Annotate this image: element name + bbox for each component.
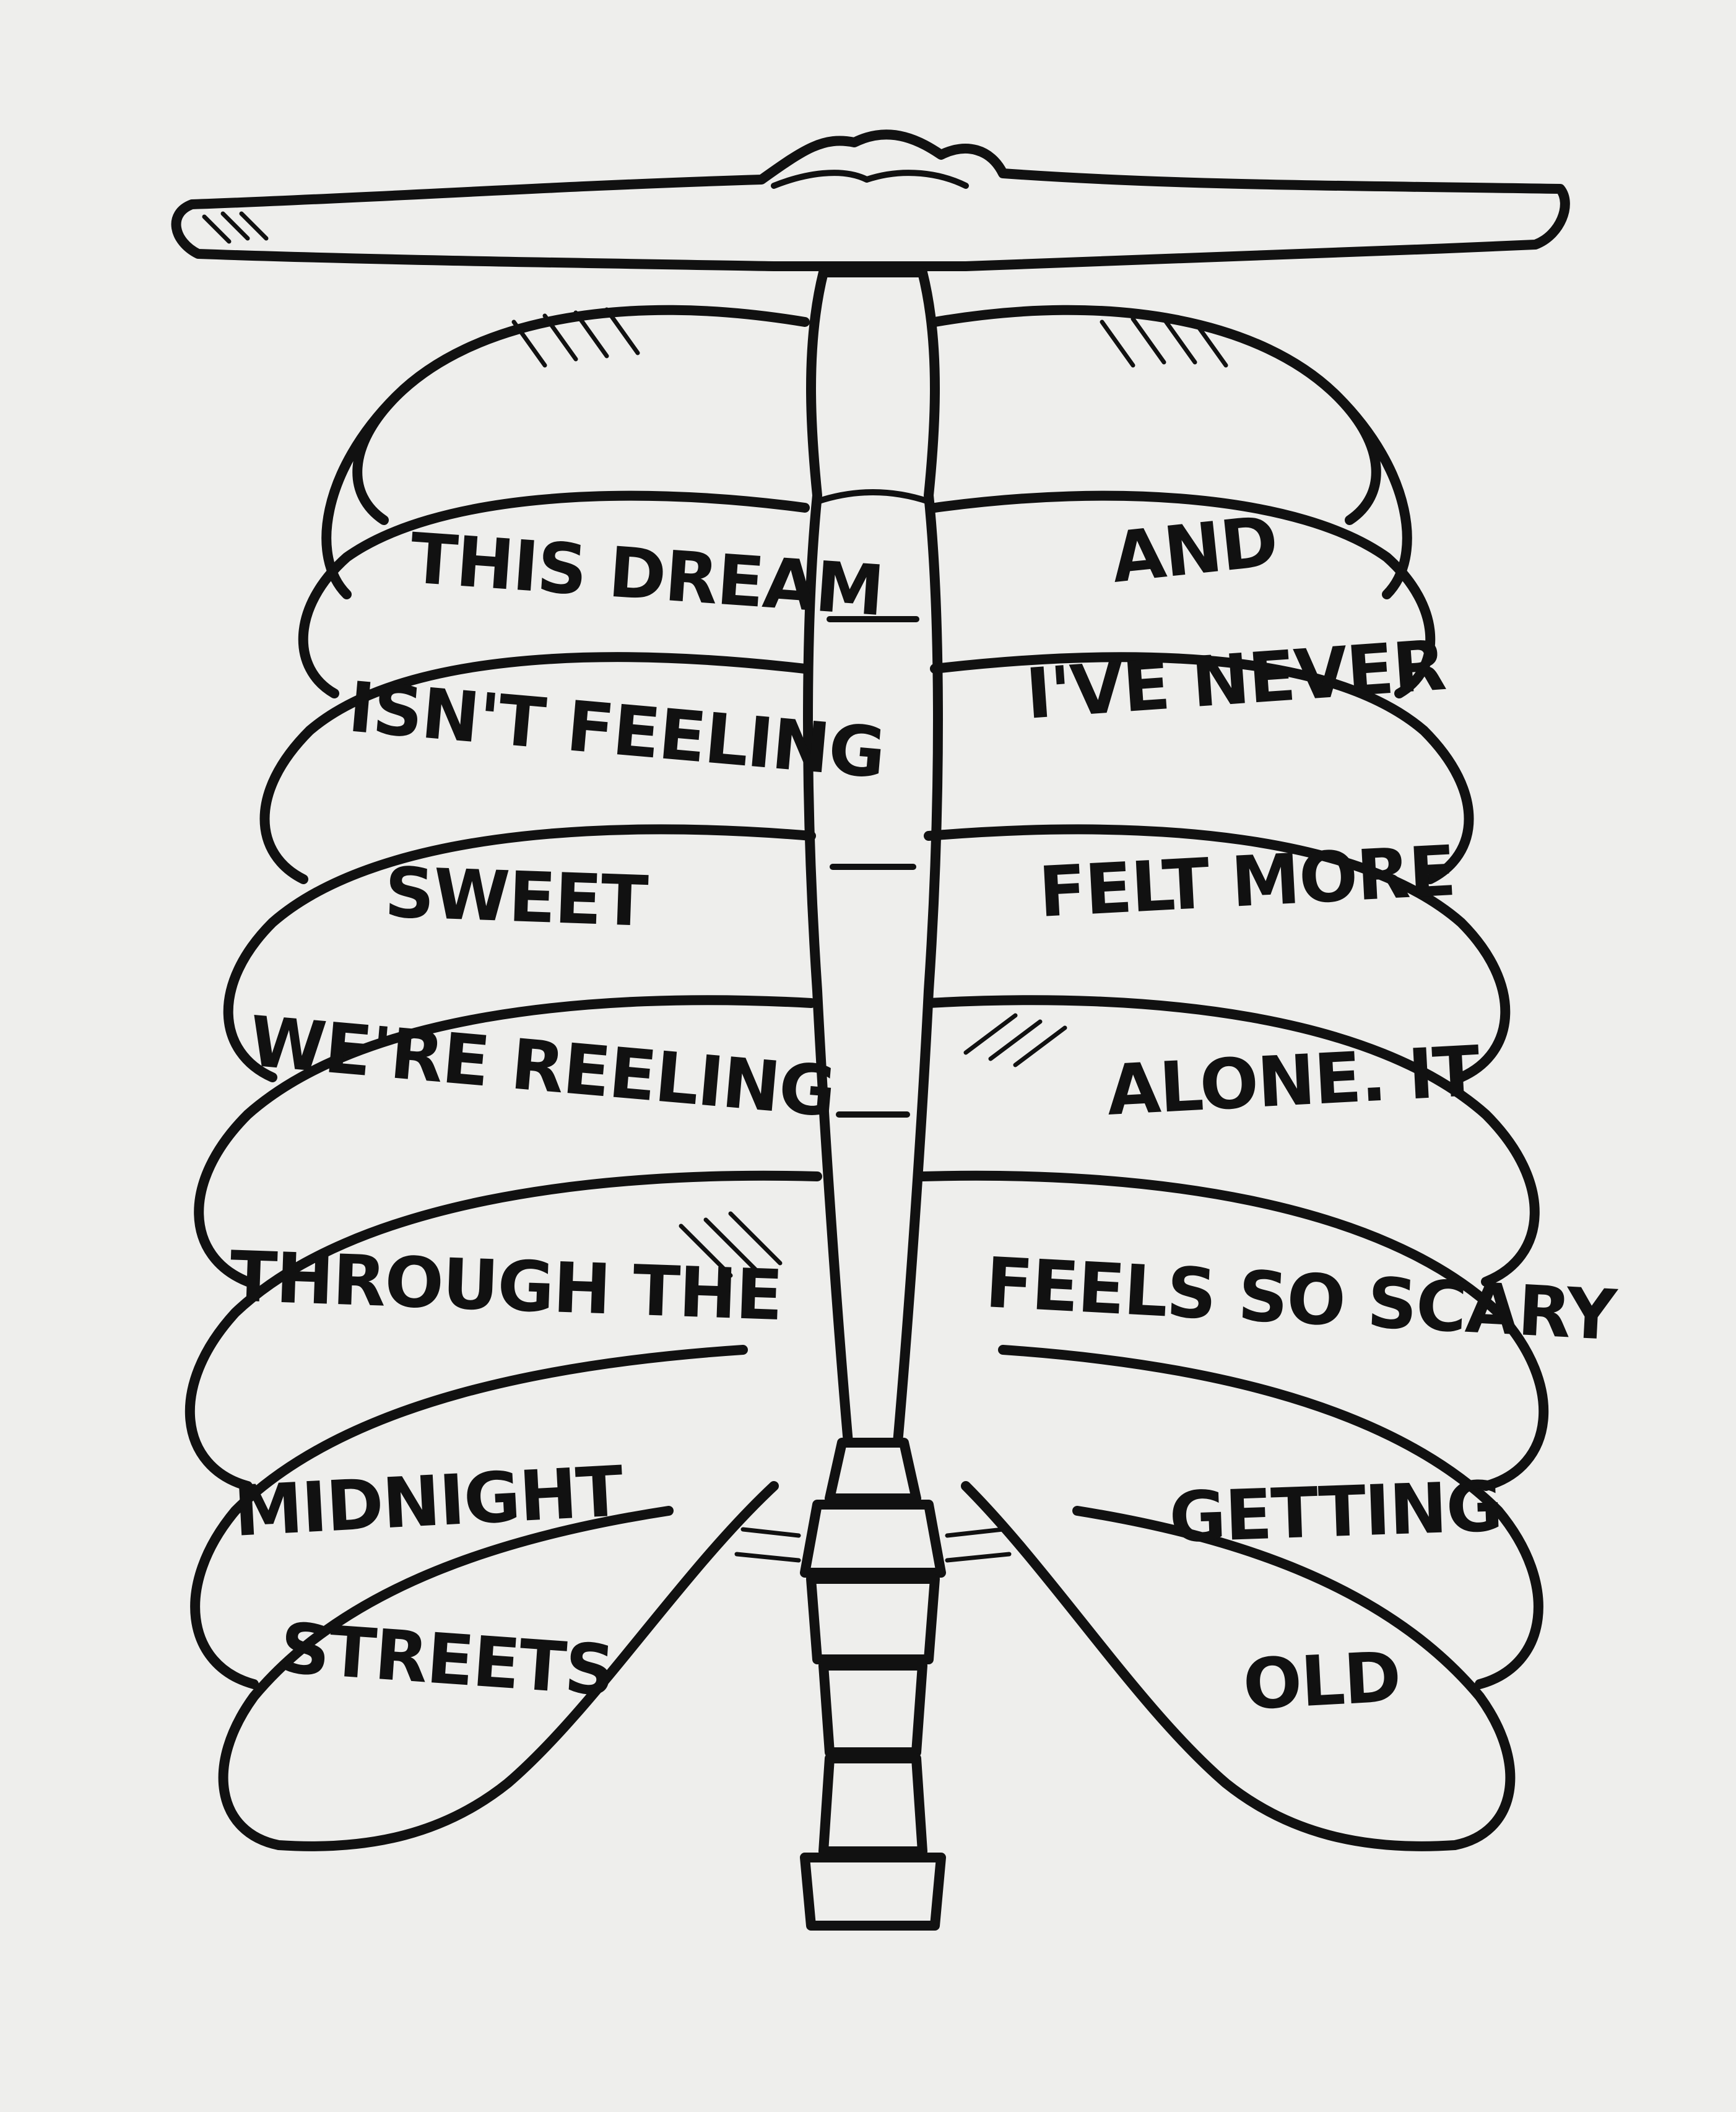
lyric-left-4: WE'RE REELING: [246, 1001, 838, 1132]
lyric-right-1: AND: [1108, 502, 1281, 599]
lyric-left-7: STREETS: [277, 1608, 616, 1711]
lyric-right-7: OLD: [1241, 1637, 1402, 1726]
sternum: [803, 267, 943, 1448]
lyric-right-3: FELT MORE: [1037, 831, 1457, 933]
lyric-right-5: FEELS SO SCARY: [984, 1243, 1620, 1356]
spine: [734, 1438, 1012, 1931]
lyric-left-3: SWEET: [383, 853, 649, 942]
lyric-right-6: GETTING: [1168, 1466, 1503, 1558]
clavicle: [171, 129, 1570, 271]
lyric-left-5: THROUGH THE: [228, 1236, 783, 1336]
lyric-right-2: I'VE NEVER: [1023, 625, 1447, 735]
right-ribs: [918, 305, 1549, 1851]
left-ribs: [184, 305, 822, 1851]
lyric-right-4: ALONE. IT: [1105, 1032, 1482, 1131]
